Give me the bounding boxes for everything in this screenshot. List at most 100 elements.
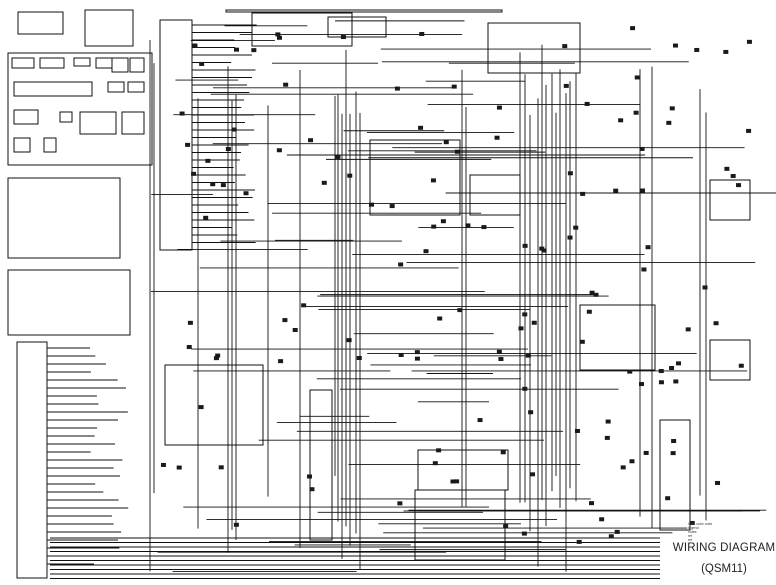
connector-pin <box>500 450 506 455</box>
connector-pin <box>525 353 531 358</box>
connector-pin <box>676 361 682 366</box>
connector-pin <box>685 327 691 332</box>
connector-pin <box>496 105 502 110</box>
connector-pin <box>457 308 463 313</box>
connector-pin <box>562 44 568 49</box>
connector-pin <box>477 418 483 423</box>
connector-view <box>107 81 125 93</box>
right-component-box <box>709 179 751 221</box>
connector-pin <box>567 235 573 240</box>
connector-pin <box>191 171 197 176</box>
connector-pin <box>321 180 327 185</box>
connector-pin <box>465 223 471 228</box>
connector-pin <box>282 318 288 323</box>
connector-pin <box>673 379 679 384</box>
connector-pin <box>231 127 237 132</box>
connector-pin <box>414 356 420 361</box>
connector-pin <box>530 472 536 477</box>
connector-pin <box>614 529 620 534</box>
connector-pin <box>431 224 437 229</box>
connector-pin <box>443 140 449 145</box>
connector-pin <box>627 369 633 374</box>
connector-pin <box>723 49 729 54</box>
switch-table-1 <box>17 11 64 35</box>
connector-pin <box>276 148 282 153</box>
connector-pin <box>522 386 528 391</box>
connector-view <box>59 111 73 123</box>
connector-pin <box>643 450 649 455</box>
relay-block-box <box>469 174 521 216</box>
connector-view <box>95 57 113 69</box>
connector-pin <box>278 359 284 364</box>
connector-pin <box>423 249 429 254</box>
connector-pin <box>308 138 314 143</box>
connector-pin <box>218 465 224 470</box>
legend-note: Wire color code legend notes ref ref <box>688 522 712 542</box>
wire-group <box>47 20 776 579</box>
connector-pin <box>234 47 240 52</box>
connector-pin <box>713 321 719 326</box>
connector-pin <box>283 82 289 87</box>
connector-pin <box>210 182 216 187</box>
connector-pin <box>589 290 595 295</box>
connector-pin <box>633 110 639 115</box>
connector-pin <box>198 405 204 410</box>
connector-pin <box>213 356 219 361</box>
connector-pin <box>450 479 456 484</box>
connector-view <box>11 57 35 69</box>
connector-pin <box>192 43 198 48</box>
title-block: WIRING DIAGRAM (QSM11) <box>672 542 776 575</box>
connector-pin <box>738 363 744 368</box>
connector-pin <box>176 465 182 470</box>
connector-view <box>79 111 117 135</box>
connector-pin <box>398 262 404 267</box>
connector-pin <box>414 350 420 355</box>
connector-pin <box>522 312 528 317</box>
connector-pin <box>251 48 257 53</box>
connector-pin <box>220 183 226 188</box>
connector-pin <box>620 465 626 470</box>
connector-pin <box>639 146 645 151</box>
connector-pin <box>179 111 185 116</box>
central-component-box <box>369 139 461 216</box>
connector-pin <box>586 309 592 314</box>
legend-line: ref <box>688 534 693 538</box>
connector-pin <box>645 245 651 250</box>
connector-pin <box>503 524 509 529</box>
fuel-heater-box <box>487 22 581 74</box>
connector-pin <box>580 191 586 196</box>
seat-adjust-box <box>327 16 387 38</box>
connector-pin <box>186 345 192 350</box>
connector-pin <box>689 520 695 525</box>
table-grid-box <box>417 449 509 491</box>
connector-pin <box>746 128 752 133</box>
connector-view <box>13 81 93 97</box>
connector-pin <box>630 26 636 31</box>
connector-view <box>43 137 57 153</box>
connector-pin <box>613 188 619 193</box>
connector-pin <box>309 487 315 492</box>
connector-pin <box>185 142 191 147</box>
legend-line: legend <box>688 526 699 530</box>
connector-group <box>11 26 752 544</box>
connector-pin <box>160 462 166 467</box>
connector-views-panel <box>7 52 153 166</box>
connector-pin <box>430 178 436 183</box>
connector-pin <box>518 326 524 331</box>
connector-pin <box>715 480 721 485</box>
connector-pin <box>340 35 346 40</box>
connector-pin <box>670 451 676 456</box>
connector-pin <box>669 106 675 111</box>
connector-pin <box>522 243 528 248</box>
connector-pin <box>394 86 400 91</box>
connector-pin <box>666 120 672 125</box>
connector-pin <box>233 522 239 527</box>
connector-pin <box>481 225 487 230</box>
connector-view <box>13 137 31 153</box>
outer-top-frame <box>225 9 503 13</box>
connector-pin <box>671 439 677 444</box>
connector-pin <box>658 380 664 385</box>
connector-pin <box>419 31 425 36</box>
connector-pin <box>639 188 645 193</box>
legend-line: notes <box>688 530 697 534</box>
